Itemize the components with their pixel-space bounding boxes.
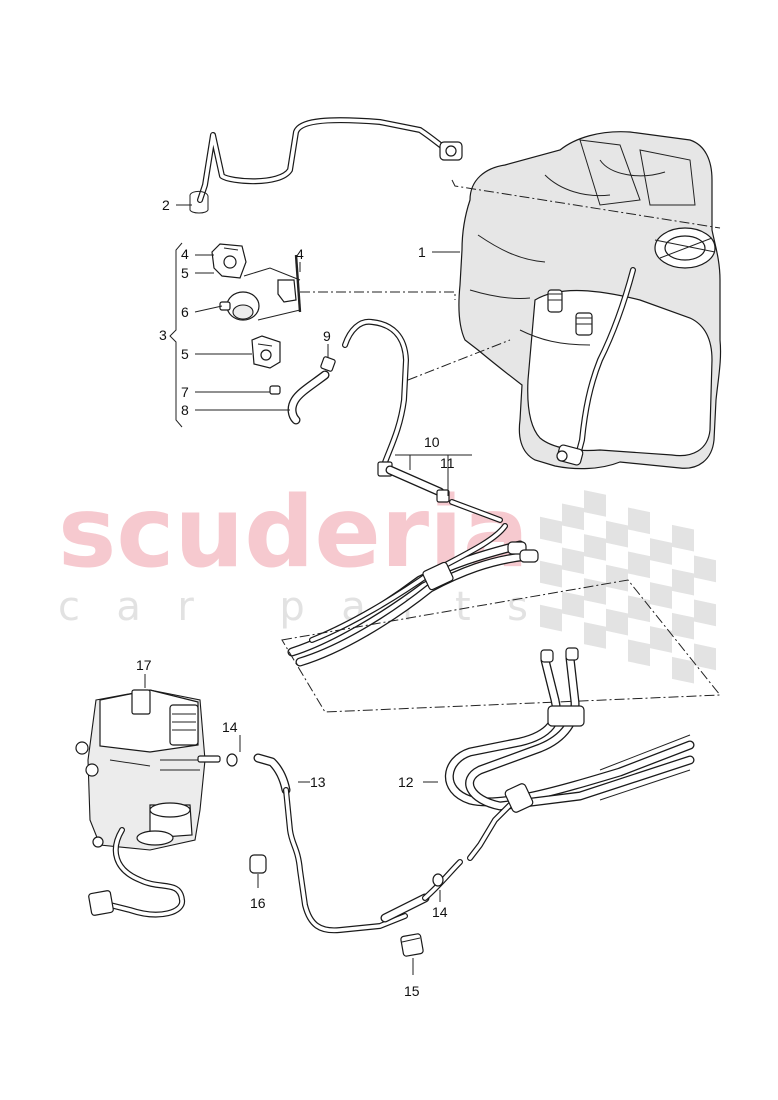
leader-lines	[144, 179, 721, 975]
checker-square	[606, 564, 628, 592]
callout-8: 8	[181, 402, 189, 418]
checker-square	[694, 643, 716, 671]
upper-fuel-line	[189, 117, 463, 214]
hose-bundle-upper	[281, 523, 722, 713]
checker-square	[628, 507, 650, 535]
checker-square	[584, 622, 606, 649]
checker-square	[562, 547, 584, 575]
clip-4	[277, 279, 297, 303]
checker-square	[540, 604, 562, 632]
checker-square	[606, 608, 628, 636]
callout-5-upper: 5	[181, 265, 189, 281]
heater-fuel-line	[197, 753, 463, 957]
callout-3: 3	[159, 327, 167, 343]
checker-square	[650, 626, 672, 653]
checker-square	[606, 520, 628, 548]
checker-square	[562, 503, 584, 531]
callout-2: 2	[162, 197, 170, 213]
fuel-tank	[458, 131, 722, 470]
checker-square	[584, 490, 606, 517]
middle-fuel-line	[342, 318, 503, 523]
watermark-tagline: car parts	[58, 584, 528, 630]
checker-square	[694, 555, 716, 583]
checker-square	[562, 591, 584, 619]
checker-square	[672, 524, 694, 552]
auxiliary-heater	[75, 689, 206, 918]
callout-14-left: 14	[222, 719, 238, 735]
checker-square	[650, 582, 672, 609]
callout-labels: 1 2 3 4 4 5 5 6 7 8 9 10 11 12 13 14 14 …	[136, 197, 455, 999]
callout-9: 9	[323, 328, 331, 344]
callout-4-right: 4	[296, 246, 304, 262]
checker-square	[540, 516, 562, 544]
checker-square	[628, 551, 650, 579]
callout-7: 7	[181, 384, 189, 400]
callout-6: 6	[181, 304, 189, 320]
checker-square	[694, 599, 716, 627]
callout-16: 16	[250, 895, 266, 911]
pump-assembly	[169, 242, 336, 428]
callout-10: 10	[424, 434, 440, 450]
checker-square	[540, 560, 562, 588]
callout-14-right: 14	[432, 904, 448, 920]
checker-square	[584, 534, 606, 561]
callout-11: 11	[440, 455, 455, 471]
checker-square	[672, 568, 694, 596]
checker-square	[672, 656, 694, 684]
callout-1: 1	[418, 244, 426, 260]
callout-13: 13	[310, 774, 326, 790]
callout-4-left: 4	[181, 246, 189, 262]
callout-15: 15	[404, 983, 420, 999]
checker-square	[672, 612, 694, 640]
callout-12: 12	[398, 774, 414, 790]
checker-square	[628, 639, 650, 667]
holder-15	[400, 933, 424, 957]
checker-square	[584, 578, 606, 605]
checker-square	[628, 595, 650, 623]
hose-bundle-lower	[444, 647, 695, 861]
checker-square	[650, 538, 672, 565]
grommet-16	[249, 854, 267, 874]
watermark: scuderia car parts	[58, 476, 716, 684]
watermark-checker-flag	[540, 490, 716, 684]
clamp-14b	[432, 873, 444, 887]
callout-5-lower: 5	[181, 346, 189, 362]
callout-17: 17	[136, 657, 152, 673]
